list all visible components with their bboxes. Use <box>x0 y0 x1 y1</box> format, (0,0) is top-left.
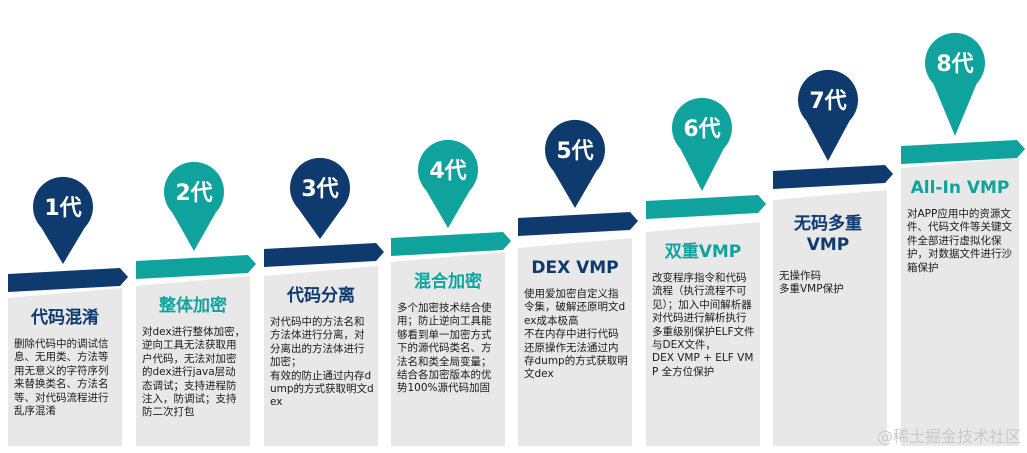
gen-8-pin-icon <box>925 32 985 136</box>
gen-3-badge: 3代 <box>301 177 338 202</box>
gen-2-badge: 2代 <box>175 181 212 206</box>
gen-7-pin-icon <box>798 69 859 161</box>
gen-7-title: 无码多重VMP <box>794 214 862 255</box>
gen-3-panel <box>264 266 378 446</box>
gen-5-pin-icon <box>545 119 605 208</box>
gen-1-pin-icon <box>33 176 94 264</box>
gen-7-panel <box>773 190 887 446</box>
gen-3-description: 对代码中的方法名和方法体进行分离，对分离出的方法体进行加密； 有效的防止通过内存… <box>270 316 374 409</box>
gen-4-badge: 4代 <box>429 159 466 184</box>
gen-2-ribbon <box>136 255 256 279</box>
gen-8-badge: 8代 <box>936 52 973 77</box>
gen-1-ribbon <box>8 268 128 292</box>
gen-1-badge: 1代 <box>44 196 81 221</box>
gen-5-badge: 5代 <box>556 139 593 164</box>
gen-2-pin-icon <box>164 161 225 251</box>
gen-7-ribbon <box>773 165 893 189</box>
gen-1-title: 代码混淆 <box>31 308 99 328</box>
gen-6-ribbon <box>646 195 766 219</box>
watermark: @稀土掘金技术社区 <box>876 427 1021 446</box>
gen-4-title: 混合加密 <box>414 272 482 292</box>
gen-8-ribbon <box>901 140 1025 164</box>
gen-4-pin-icon <box>418 139 478 228</box>
gen-3-title: 代码分离 <box>287 286 355 306</box>
gen-2-title: 整体加密 <box>159 296 227 316</box>
gen-4-description: 多个加密技术结合使用；防止逆向工具能够看到单一加密方式下的源代码类名、方法名和类… <box>397 302 492 395</box>
gen-4-panel <box>391 252 505 446</box>
gen-7-badge: 7代 <box>809 89 846 114</box>
gen-6-title: 双重VMP <box>664 242 742 262</box>
gen-3-ribbon <box>264 243 384 267</box>
gen-8-description: 对APP应用中的资源文件、代码文件等关键文件全部进行虚拟化保护，对数据文件进行沙… <box>907 208 1012 274</box>
gen-5-title: DEX VMP <box>531 258 619 278</box>
gen-6-pin-icon <box>672 97 732 191</box>
gen-8-panel <box>901 158 1019 446</box>
gen-6-panel <box>646 222 760 446</box>
gen-8-title: All-In VMP <box>910 178 1010 198</box>
gen-6-badge: 6代 <box>683 117 720 142</box>
gen-1-description: 删除代码中的调试信息、无用类、方法等用无意义的字符序列来替换类名、方法名等、对代… <box>14 338 109 418</box>
gen-5-ribbon <box>518 212 638 236</box>
gen-2-panel <box>136 276 250 446</box>
gen-7-description: 无操作码 多重VMP保护 <box>779 270 844 296</box>
gen-6-description: 改变程序指令和代码流程（执行流程不可见）；加入中间解析器对代码进行解析执行 多重… <box>652 272 755 378</box>
gen-4-ribbon <box>391 232 511 256</box>
gen-5-panel <box>518 238 632 446</box>
gen-3-pin-icon <box>290 157 350 239</box>
gen-5-description: 使用爱加密自定义指令集，破解还原明文dex成本极高 不在内存中进行代码还原操作无… <box>524 288 628 381</box>
gen-2-description: 对dex进行整体加密，逆向工具无法获取用户代码，无法对加密的dex进行java层… <box>142 326 246 419</box>
gen-1-panel <box>8 288 122 446</box>
